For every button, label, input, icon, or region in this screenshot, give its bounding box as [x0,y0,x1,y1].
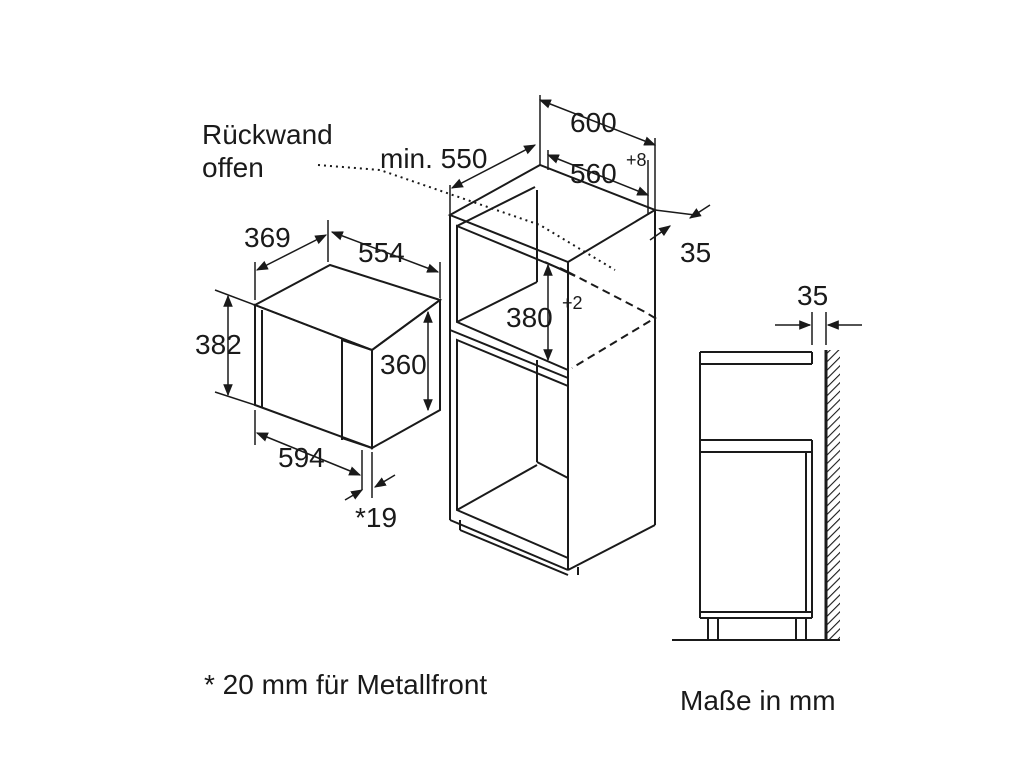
label-380-tolerance: +2 [562,293,583,313]
label-560: 560 [570,158,617,189]
dimension-lines [214,95,711,501]
footnote: * 20 mm für Metallfront [204,669,487,700]
units-note: Maße in mm [680,685,836,716]
label-35-side: 35 [797,280,828,311]
label-594: 594 [278,442,325,473]
label-369: 369 [244,222,291,253]
label-554: 554 [358,237,405,268]
label-382: 382 [195,329,242,360]
label-min550: min. 550 [380,143,487,174]
label-360: 360 [380,349,427,380]
label-offen: offen [202,152,264,183]
side-view-drawing [672,312,862,641]
cabinet-drawing [317,163,658,576]
label-rueckwand: Rückwand [202,119,333,150]
label-600: 600 [570,107,617,138]
label-560-tolerance: +8 [626,150,647,170]
label-19: *19 [355,502,397,533]
label-380: 380 [506,302,553,333]
label-35-top: 35 [680,237,711,268]
appliance-drawing [252,263,443,450]
